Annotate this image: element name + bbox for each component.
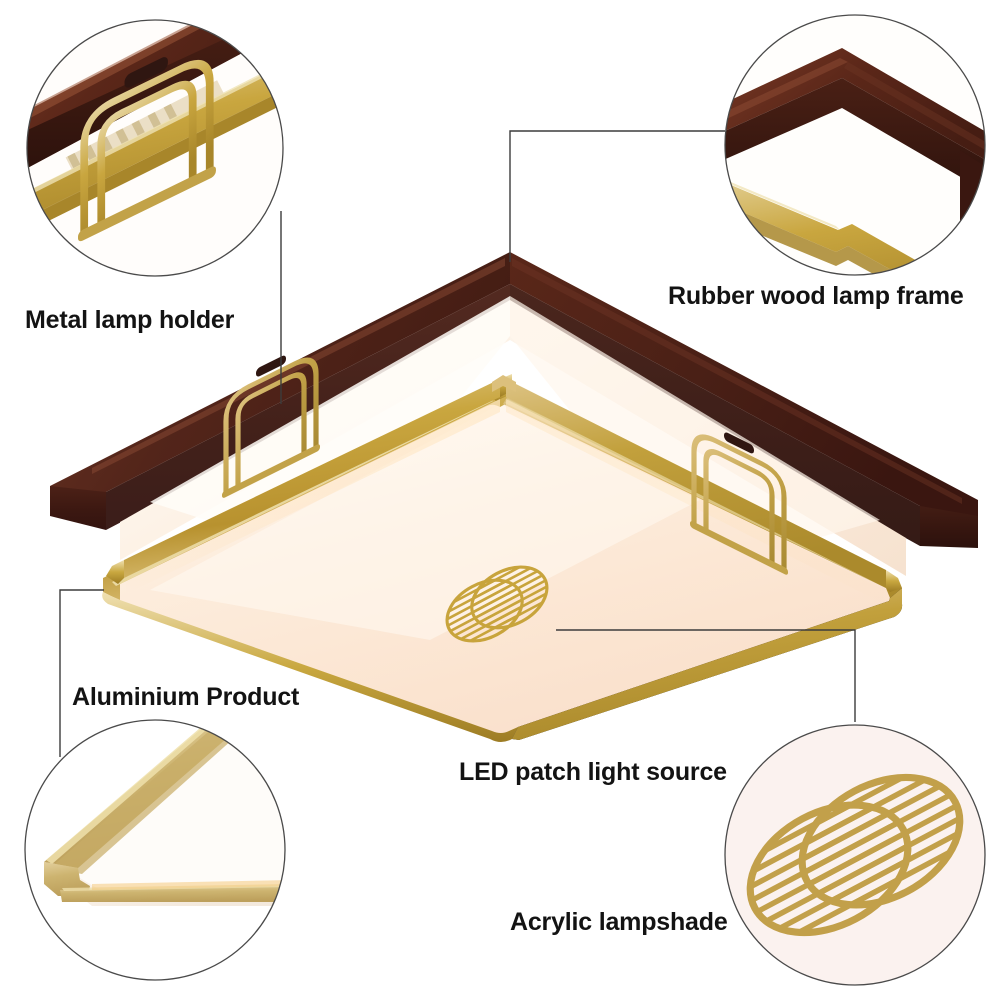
leader-rubber-wood-frame: [509, 130, 725, 262]
callout-circle-metal-lamp-holder: [26, 19, 284, 277]
metal-lamp-holder-left: [222, 355, 320, 498]
leader-aluminium-product: [59, 589, 104, 757]
leader-led-acrylic: [556, 629, 856, 722]
callout-circle-acrylic-lampshade: [724, 724, 986, 986]
label-acrylic-lampshade: Acrylic lampshade: [510, 908, 728, 936]
inner-glow-panel: [120, 296, 906, 576]
callout-circle-aluminium-product: [24, 719, 286, 981]
label-aluminium-product: Aluminium Product: [72, 683, 300, 711]
metal-lamp-holder-right: [690, 432, 788, 575]
acrylic-lampshade-panel: [104, 397, 896, 738]
label-led-patch-light-source: LED patch light source: [459, 758, 727, 786]
callout-circle-rubber-wood-frame: [724, 14, 986, 276]
label-metal-lamp-holder: Metal lamp holder: [25, 306, 235, 334]
label-rubber-wood-lamp-frame: Rubber wood lamp frame: [668, 282, 964, 310]
rubber-wood-frame: [50, 252, 978, 548]
center-emblem: [436, 555, 558, 651]
